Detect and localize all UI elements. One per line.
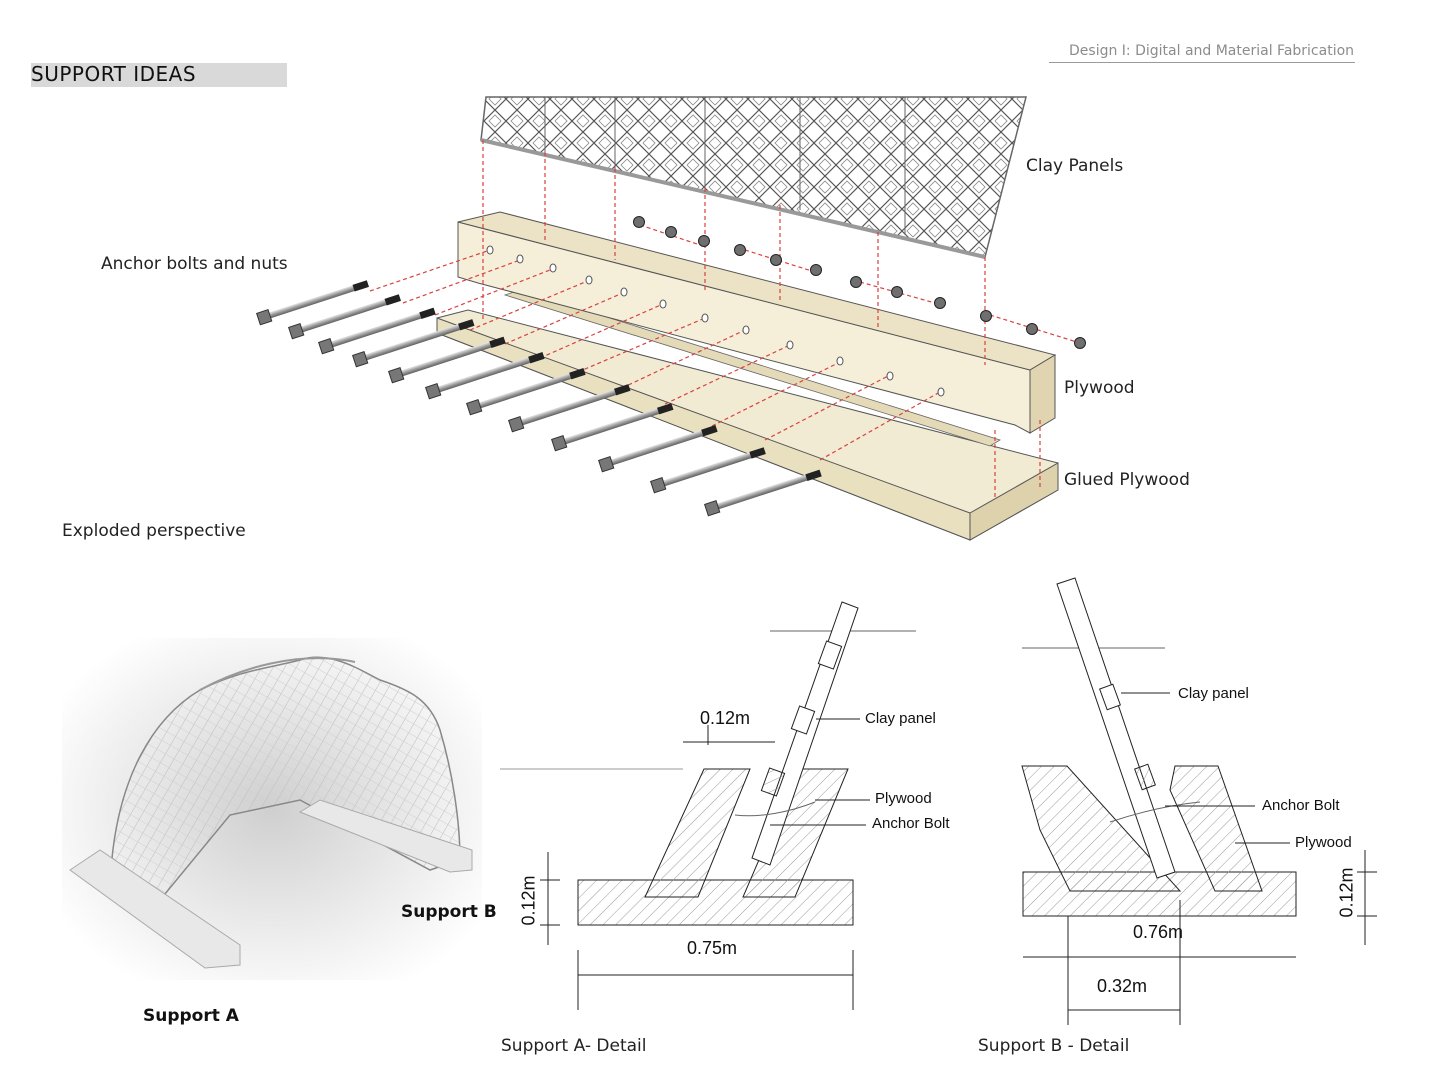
- label-b-plywood: Plywood: [1295, 834, 1352, 851]
- label-support-b: Support B: [401, 902, 497, 922]
- label-plywood: Plywood: [1064, 378, 1135, 398]
- label-support-a: Support A: [143, 1006, 239, 1026]
- caption-detail-b: Support B - Detail: [978, 1036, 1130, 1056]
- label-a-clay-panel: Clay panel: [865, 710, 936, 727]
- course-title: Design I: Digital and Material Fabricati…: [1069, 43, 1355, 59]
- label-glued-plywood: Glued Plywood: [1064, 470, 1190, 490]
- label-b-anchor-bolt: Anchor Bolt: [1262, 797, 1340, 814]
- header-rule: [1049, 62, 1355, 63]
- dim-a-top: 0.12m: [700, 708, 751, 728]
- detail-a: [500, 601, 916, 1010]
- nuts: [633, 216, 1086, 349]
- label-b-clay-panel: Clay panel: [1178, 685, 1249, 702]
- section-title-bar: [31, 63, 287, 87]
- label-clay-panels: Clay Panels: [1026, 156, 1124, 176]
- dim-a-width: 0.75m: [687, 938, 738, 958]
- label-a-anchor-bolt: Anchor Bolt: [872, 815, 950, 832]
- anchor-bolts: [256, 280, 822, 517]
- dim-a-height: 0.12m: [518, 875, 539, 926]
- plywood-holes: [486, 245, 945, 397]
- caption-exploded: Exploded perspective: [62, 521, 246, 541]
- dim-b-gap: 0.32m: [1097, 976, 1148, 996]
- caption-detail-a: Support A- Detail: [501, 1036, 647, 1056]
- support-render: [62, 638, 482, 980]
- alignment-guides: [369, 140, 1081, 500]
- detail-b: [1021, 577, 1377, 1025]
- section-title: SUPPORT IDEAS: [31, 62, 197, 86]
- dim-b-height: 0.12m: [1336, 867, 1357, 918]
- label-anchor-bolts: Anchor bolts and nuts: [101, 254, 288, 274]
- dim-b-width: 0.76m: [1133, 922, 1184, 942]
- label-a-plywood: Plywood: [875, 790, 932, 807]
